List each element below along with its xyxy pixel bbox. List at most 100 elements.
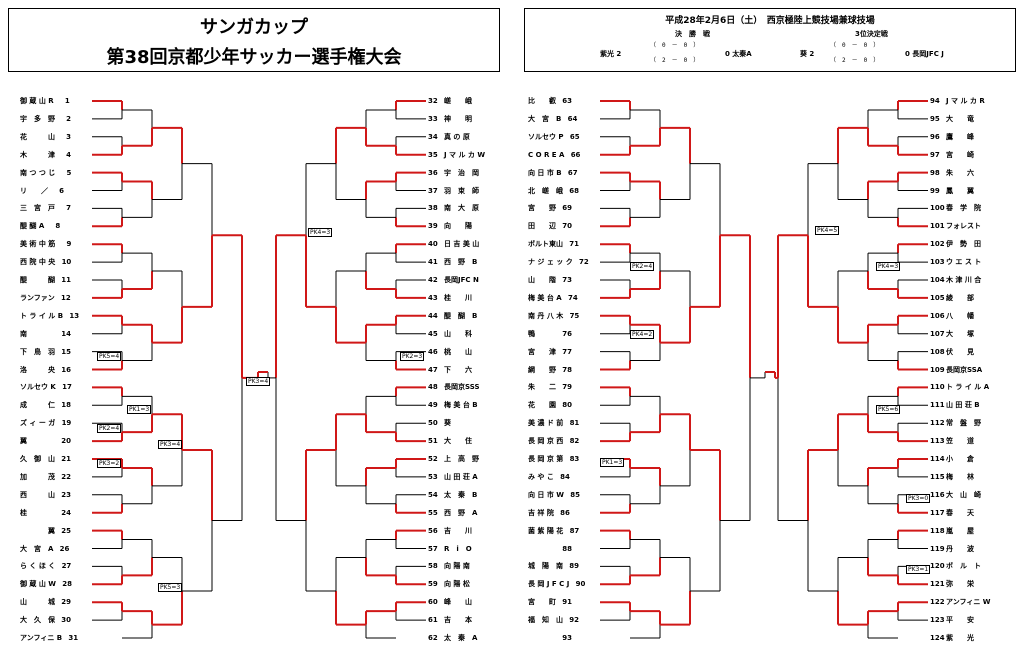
team-number: 83 [569,455,580,463]
team-name: ウ エ ス ト [946,258,982,267]
team-number: 87 [569,526,580,535]
team-name: 西 野 B [444,258,478,267]
team-number: 35 [428,150,438,159]
pk-result: PK3=2 [97,459,122,468]
team-name: 吉 本 [444,616,472,625]
team-name: 大 住 [444,437,472,446]
team-entry: 109長岡京SSA [930,366,982,375]
pk-result: PK4=5 [815,226,840,235]
team-name: 春 天 [946,508,974,517]
team-number: 121 [930,580,945,589]
team-name: 加 茂 [20,472,55,481]
team-name: 大 竜 [946,114,974,123]
match-venue-date: 平成28年2月6日（土） 西京極陸上競技場兼球技場 [665,16,875,26]
team-name: 宇 多 野 [20,114,55,123]
final-label: 決 勝 戦 [675,30,710,38]
team-name: 桂 川 [444,293,472,302]
team-number: 86 [560,508,570,517]
team-entry: 108伏 見 [930,348,974,357]
team-entry: 105綾 部 [930,294,974,303]
team-name: 太 秦 A [444,634,478,642]
team-entry: 106八 幡 [930,312,974,321]
team-name: 木 津 [20,150,55,159]
team-name: 菌 紫 陽 花 [528,526,564,535]
team-name: ボ ル ト [946,562,981,571]
team-name: 西 山 [20,490,55,499]
team-number: 45 [428,329,438,338]
team-name: ボルト東山 [528,240,563,249]
team-number: 47 [428,365,438,374]
team-number: 19 [61,419,72,428]
team-number: 88 [562,544,572,553]
team-name: 桂 [20,508,55,517]
team-number: 70 [562,222,572,231]
team-name: 朱 六 [946,168,974,177]
team-number: 85 [570,490,581,499]
team-number: 68 [569,186,579,195]
team-name: 宇 治 岡 [444,168,479,177]
team-number: 75 [569,311,580,320]
team-number: 104 [930,276,945,284]
team-name: 西 野 A [444,508,478,517]
team-number: 60 [428,598,438,607]
team-name: J マ ル カ R [946,97,985,105]
team-number: 46 [428,347,438,356]
team-number: 52 [428,455,438,463]
team-entry: 110ト ラ イ ル A [930,383,989,392]
team-name: 伊 勢 田 [946,240,981,249]
team-number: 9 [66,240,72,249]
team-name [528,545,556,553]
pk-result: PK4=2 [630,330,655,339]
team-number: 95 [930,114,940,123]
team-name: 下 鳥 羽 [20,347,55,356]
team-name: ランファン [20,293,55,302]
team-entry: 南 14 [20,330,71,339]
team-name: 大 宮 B [528,114,562,123]
third-place-label: 3位決定戦 [855,30,888,38]
team-name: 綾 部 [946,293,974,302]
team-name: 嵯 峨 [444,97,472,105]
team-name: 峰 山 [444,598,472,607]
team-entry: 88 [528,545,572,554]
team-number: 64 [567,114,578,123]
team-entry: 95 大 竜 [930,115,974,124]
team-number: 8 [55,222,61,231]
pk-result: PK2=3 [400,352,425,361]
right-header-box: 平成28年2月6日（土） 西京極陸上競技場兼球技場 決 勝 戦 3位決定戦 紫光… [524,8,1016,72]
team-entry: 大 宮 B 64 [528,115,577,124]
third-right-team: 0 長岡JFC J [905,50,944,58]
team-number: 39 [428,222,438,231]
team-number: 97 [930,150,940,159]
team-number: 26 [59,544,70,553]
team-number: 50 [428,419,438,428]
team-name: 北 嵯 峨 [528,186,563,195]
team-number: 30 [61,616,71,625]
team-number: 90 [575,580,586,589]
team-name: 梅 美 台 B [444,401,478,410]
team-number: 4 [66,150,71,159]
team-number: 74 [567,293,578,302]
team-number: 78 [562,365,572,374]
team-name: アンフィニ W [946,598,991,607]
team-name: R i O [444,544,472,553]
